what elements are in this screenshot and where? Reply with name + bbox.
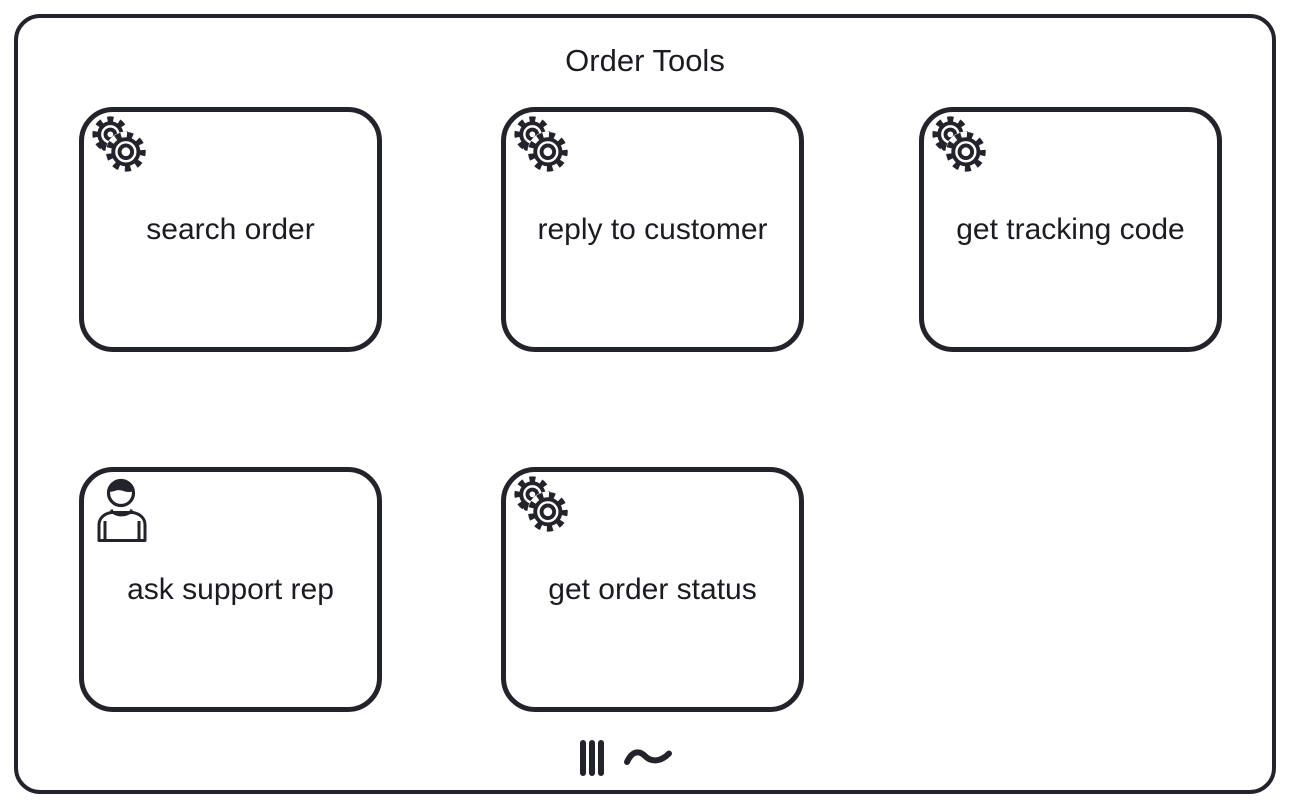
task-search-order[interactable]: search order (79, 107, 382, 352)
service-gears-icon (514, 116, 569, 173)
task-label: reply to customer (537, 212, 768, 246)
order-tools-subprocess: Order Tools search order (14, 14, 1276, 794)
task-get-order-status[interactable]: get order status (501, 467, 804, 712)
parallel-multi-instance-marker-icon (580, 740, 604, 776)
task-label: ask support rep (127, 572, 334, 606)
task-reply-to-customer[interactable]: reply to customer (501, 107, 804, 352)
ad-hoc-tilde-marker-icon (624, 749, 672, 765)
task-get-tracking-code[interactable]: get tracking code (919, 107, 1222, 352)
service-gears-icon (92, 116, 147, 173)
service-gears-icon (932, 116, 987, 173)
user-person-icon (97, 478, 147, 542)
subprocess-markers (580, 740, 672, 776)
subprocess-title: Order Tools (565, 43, 725, 78)
task-ask-support-rep[interactable]: ask support rep (79, 467, 382, 712)
task-label: get order status (548, 572, 757, 606)
service-gears-icon (514, 476, 569, 533)
task-label: get tracking code (956, 212, 1185, 246)
task-label: search order (146, 212, 315, 246)
